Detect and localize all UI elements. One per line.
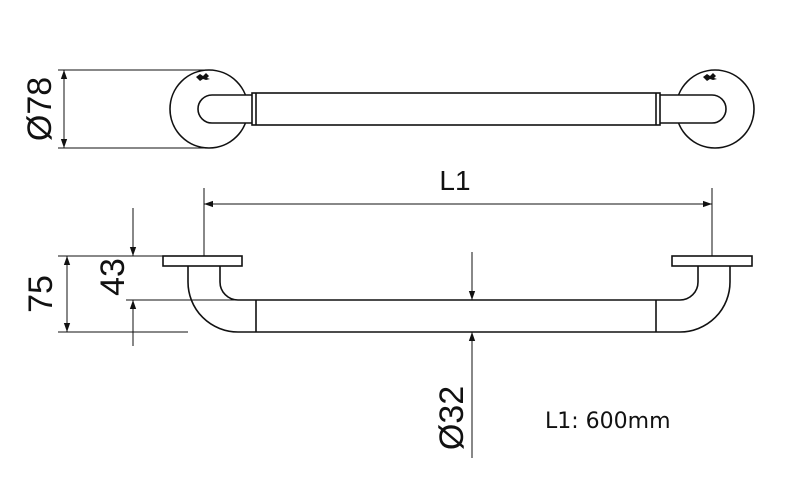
side-view xyxy=(162,255,753,333)
length-label: L1 xyxy=(439,165,470,196)
projection-dimension xyxy=(58,255,188,333)
tube-diameter-label: Ø32 xyxy=(433,386,471,450)
projection-label: 75 xyxy=(22,275,60,313)
top-tube xyxy=(251,92,661,126)
right-bend xyxy=(660,94,727,124)
top-view xyxy=(169,69,755,149)
left-bend xyxy=(197,94,252,124)
left-wall-flange xyxy=(162,255,243,267)
length-dimension xyxy=(203,188,713,262)
length-note: L1: 600mm xyxy=(545,409,671,434)
brand-mark-right xyxy=(703,73,717,81)
flange-diameter-dimension xyxy=(58,69,209,149)
right-wall-flange xyxy=(671,255,753,267)
bend-offset-dimension xyxy=(126,208,250,346)
bend-offset-label: 43 xyxy=(94,258,132,296)
flange-diameter-label: Ø78 xyxy=(21,77,59,141)
brand-mark-left xyxy=(196,73,210,81)
